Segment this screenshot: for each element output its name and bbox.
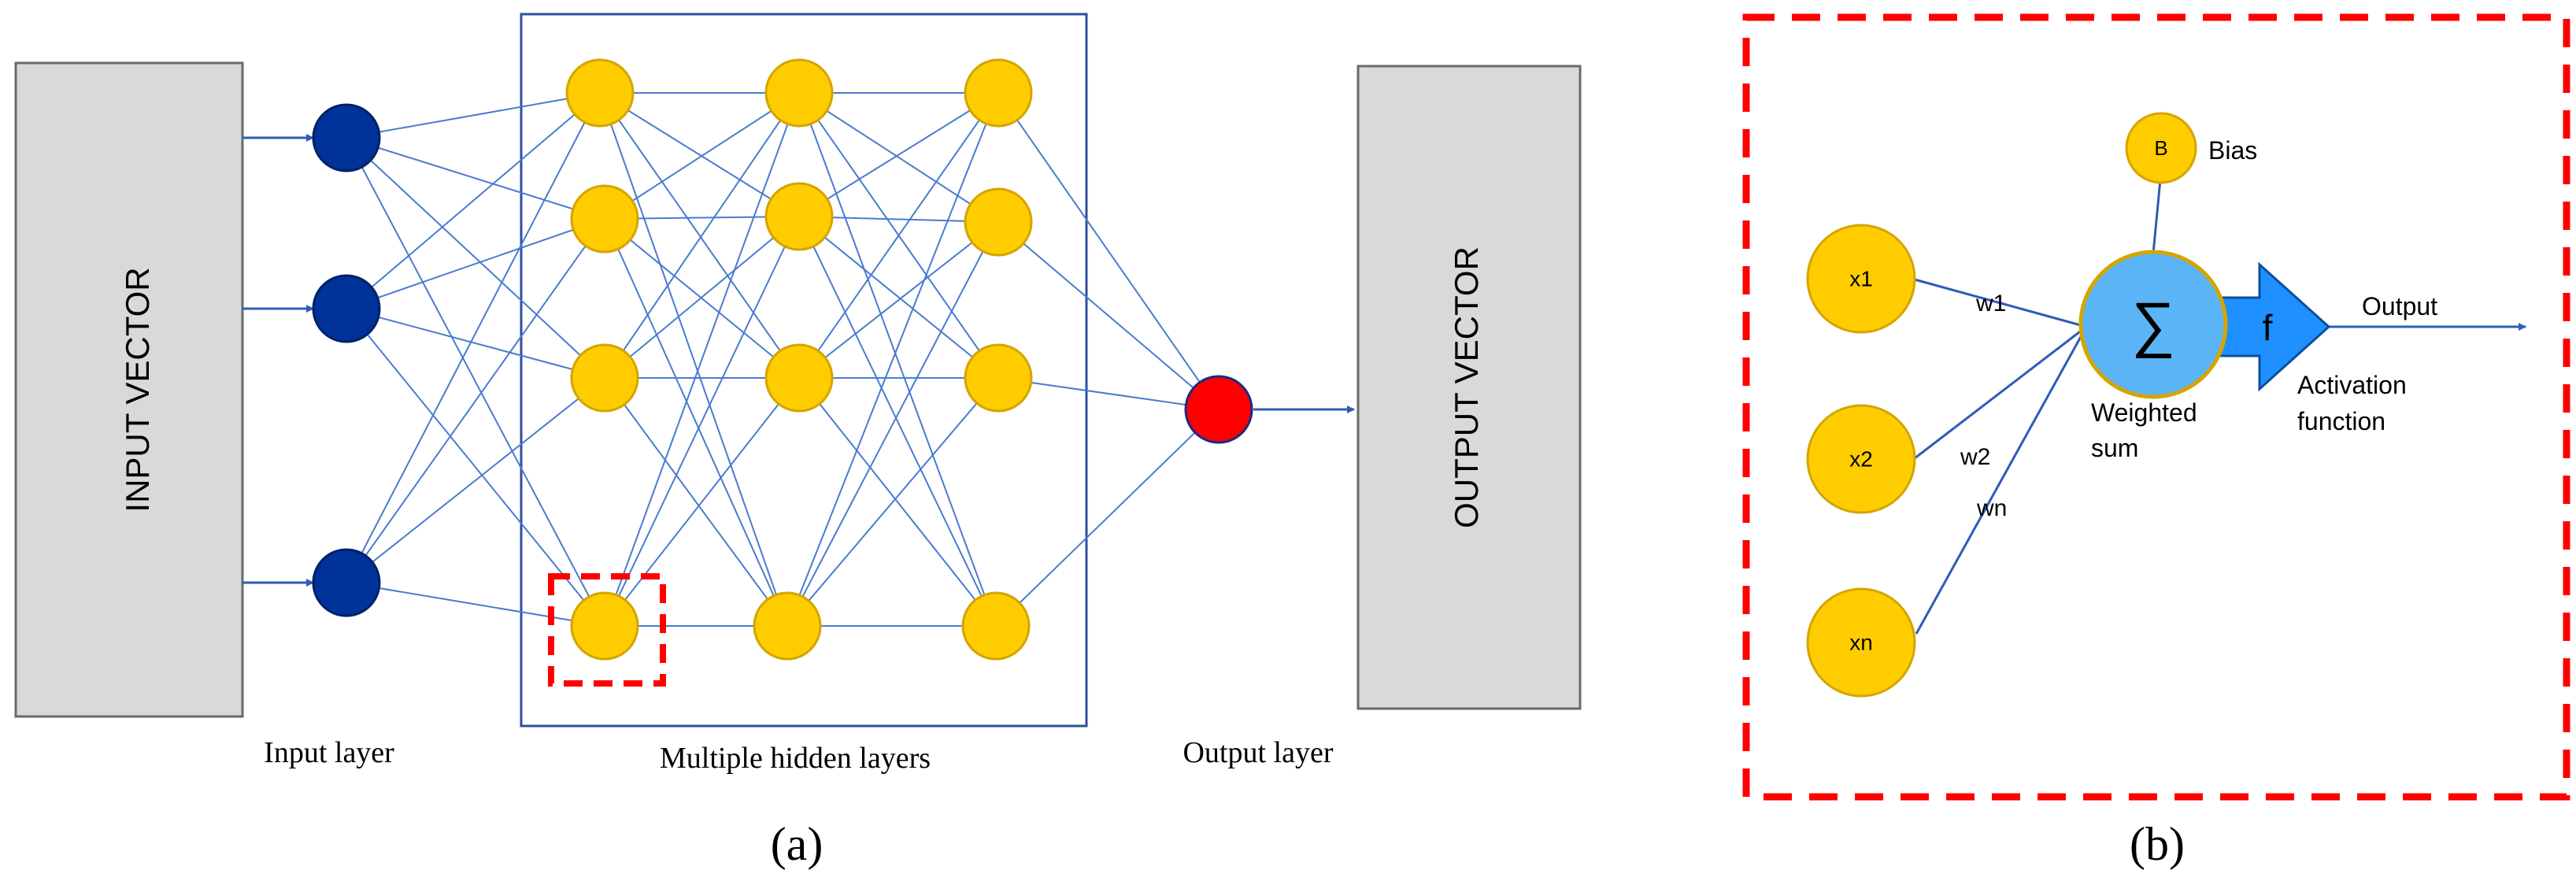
bias-line [2152, 179, 2162, 254]
activation-label-line1: Activation [2297, 371, 2407, 399]
input-vector-label: INPUT VECTOR [119, 267, 156, 512]
hidden-neuron [964, 58, 1033, 128]
network-edge [997, 92, 1220, 410]
weight-line-w2 [1914, 325, 2087, 460]
network-edge [599, 92, 800, 217]
network-edge [786, 377, 999, 627]
bias-label: Bias [2208, 136, 2257, 165]
network-edge [798, 216, 999, 379]
network-edge [599, 92, 800, 379]
input-label-x1: x1 [1849, 266, 1873, 291]
network-edge [798, 92, 999, 217]
network-edge [346, 137, 605, 220]
network-edge [346, 377, 605, 583]
hidden-neuron [764, 58, 834, 128]
hidden-layers-label: Multiple hidden layers [660, 742, 931, 775]
output-vector-label: OUTPUT VECTOR [1448, 246, 1485, 528]
network-edge [604, 377, 800, 627]
activation-label-line2: function [2297, 407, 2385, 435]
input-neuron [312, 103, 381, 172]
network-edge [798, 377, 997, 627]
network-edge [786, 92, 999, 627]
network-edge [798, 216, 997, 627]
activation-symbol: f [2263, 307, 2273, 348]
input-node-x2 [1806, 404, 1916, 514]
weight-line-w1 [1914, 278, 2087, 328]
hidden-neuron [753, 591, 822, 661]
panel-a-caption: (a) [771, 818, 824, 870]
hidden-neuron [570, 591, 639, 661]
input-neuron [312, 548, 381, 617]
network-edge [995, 409, 1220, 627]
input-node-xn [1806, 587, 1916, 698]
weight-label-w1: w1 [1975, 291, 2006, 317]
network-edge [997, 377, 1220, 410]
hidden-neuron [764, 182, 834, 251]
network-edge [346, 582, 605, 627]
panel-a: INPUT VECTOR OUTPUT VECTOR Input layer M… [14, 13, 1582, 870]
hidden-neuron [964, 343, 1033, 413]
input-label-x2: x2 [1849, 446, 1873, 471]
hidden-neuron [565, 58, 635, 128]
network-edge [786, 221, 999, 627]
network-edge [346, 308, 605, 379]
neuron-detail-frame [1742, 13, 2570, 801]
network-edge [346, 137, 605, 627]
network-edge [798, 92, 999, 379]
network-edge [346, 137, 605, 379]
network-edge [798, 92, 997, 627]
input-layer-label: Input layer [264, 736, 394, 769]
input-vector-box [14, 61, 244, 718]
weight-label-w2: w2 [1960, 444, 1990, 470]
hidden-neuron [964, 187, 1033, 257]
network-edge [798, 92, 999, 223]
hidden-neuron [570, 343, 639, 413]
weighted-sum-label-line1: Weighted [2091, 398, 2197, 427]
network-edge [604, 377, 788, 627]
network-edge [798, 221, 999, 379]
sum-symbol: ∑ [2131, 290, 2175, 359]
network-edge [346, 92, 601, 139]
hidden-neuron [961, 591, 1031, 661]
weight-line-wn [1915, 326, 2088, 635]
network-edge [346, 92, 601, 583]
network-edge [346, 92, 601, 309]
network-edge [346, 218, 605, 583]
network-edge [604, 218, 788, 627]
input-label-xn: xn [1849, 630, 1873, 654]
network-edge [997, 221, 1220, 410]
network-edge [604, 216, 800, 627]
network-edge [599, 92, 788, 627]
input-neuron [312, 274, 381, 343]
network-edge [346, 218, 605, 309]
highlighted-neuron-box [548, 573, 666, 687]
network-edge [604, 92, 800, 220]
hidden-neuron [764, 343, 834, 413]
network-nodes [312, 58, 1253, 661]
network-edge [604, 92, 800, 627]
bias-node-label: B [2154, 136, 2167, 160]
summation-node [2078, 250, 2228, 399]
hidden-layers-frame [520, 13, 1088, 728]
network-edge [604, 92, 800, 379]
panel-b: x1 x2 xn w1 w2 wn B Bias ∑ f Output Weig… [1742, 13, 2570, 870]
hidden-neuron [570, 184, 639, 254]
input-node-x1 [1806, 224, 1916, 334]
output-label: Output [2362, 292, 2437, 320]
bias-node [2125, 112, 2197, 184]
output-layer-label: Output layer [1183, 736, 1333, 769]
output-vector-box [1356, 65, 1582, 710]
output-neuron [1184, 375, 1253, 444]
weight-label-wn: wn [1976, 495, 2007, 521]
network-edge [604, 218, 800, 379]
network-edge [346, 308, 605, 627]
weighted-sum-label-line2: sum [2091, 434, 2138, 462]
network-edge [604, 216, 800, 379]
panel-b-caption: (b) [2130, 818, 2185, 870]
